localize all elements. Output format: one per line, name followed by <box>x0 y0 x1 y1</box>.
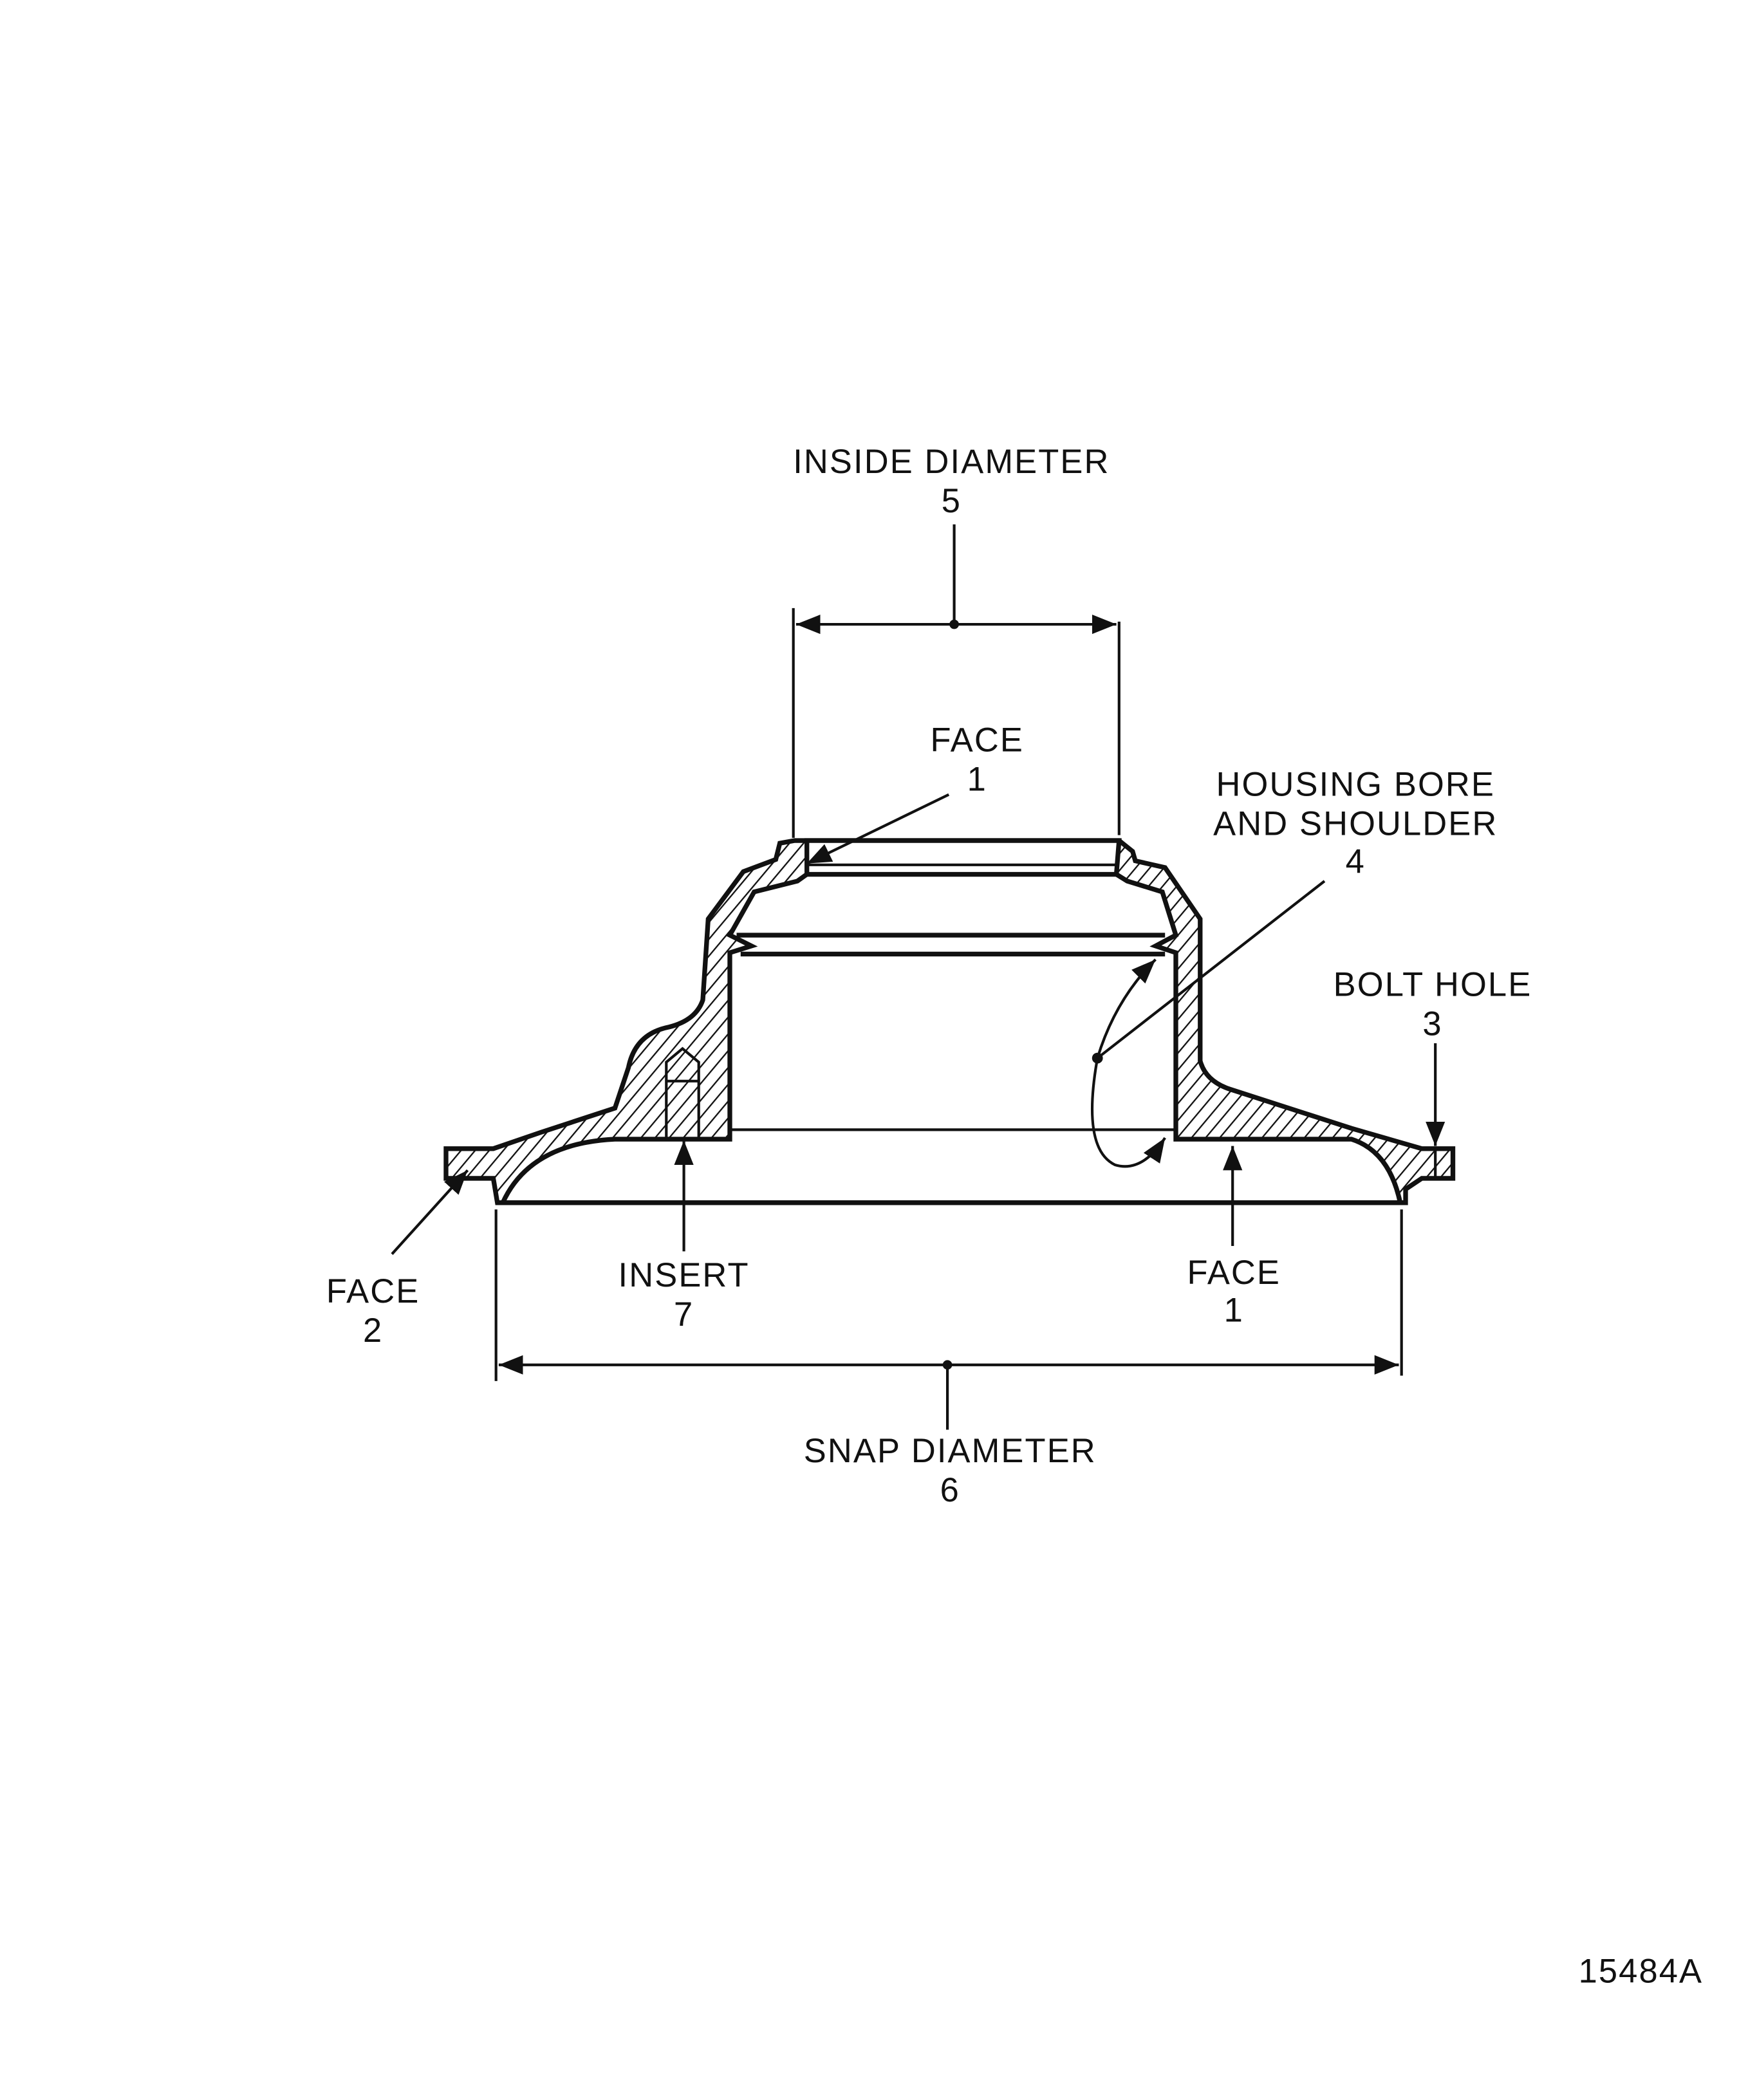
insert-number: 7 <box>674 1296 694 1333</box>
bore-cavity <box>499 838 1404 1205</box>
housing-part <box>443 838 1456 1205</box>
face-left-number: 2 <box>363 1312 383 1350</box>
callout-housing-bore: HOUSING BORE AND SHOULDER 4 <box>1091 766 1498 1168</box>
insert-pin <box>665 1046 700 1141</box>
callout-inside-diameter: INSIDE DIAMETER 5 <box>792 443 1120 838</box>
callout-face-bottom: FACE 1 <box>1187 1146 1281 1330</box>
housing-bore-label-1: HOUSING BORE <box>1216 766 1495 804</box>
inside-diameter-number: 5 <box>942 482 962 520</box>
insert-label: INSERT <box>618 1256 750 1294</box>
callout-snap-diameter: SNAP DIAMETER 6 <box>494 1209 1403 1509</box>
face-left-label: FACE <box>326 1272 420 1310</box>
face-bottom-number: 1 <box>1224 1292 1244 1330</box>
callout-insert: INSERT 7 <box>618 1140 750 1333</box>
diagram-id: 15484A <box>1579 1952 1704 1990</box>
face-top-number: 1 <box>967 760 987 798</box>
face-bottom-label: FACE <box>1187 1254 1281 1292</box>
housing-bore-label-2: AND SHOULDER <box>1213 805 1498 843</box>
callout-face-left: FACE 2 <box>326 1169 469 1350</box>
bolt-hole-number: 3 <box>1422 1005 1442 1043</box>
snap-diameter-label: SNAP DIAMETER <box>804 1432 1097 1470</box>
bolt-hole-label: BOLT HOLE <box>1334 966 1532 1004</box>
inside-diameter-label: INSIDE DIAMETER <box>793 443 1110 481</box>
snap-diameter-number: 6 <box>940 1471 960 1509</box>
callout-face-top: FACE 1 <box>806 721 1024 865</box>
callout-bolt-hole: BOLT HOLE 3 <box>1334 966 1532 1146</box>
housing-bore-number: 4 <box>1346 842 1366 880</box>
face-top-label: FACE <box>931 721 1024 759</box>
